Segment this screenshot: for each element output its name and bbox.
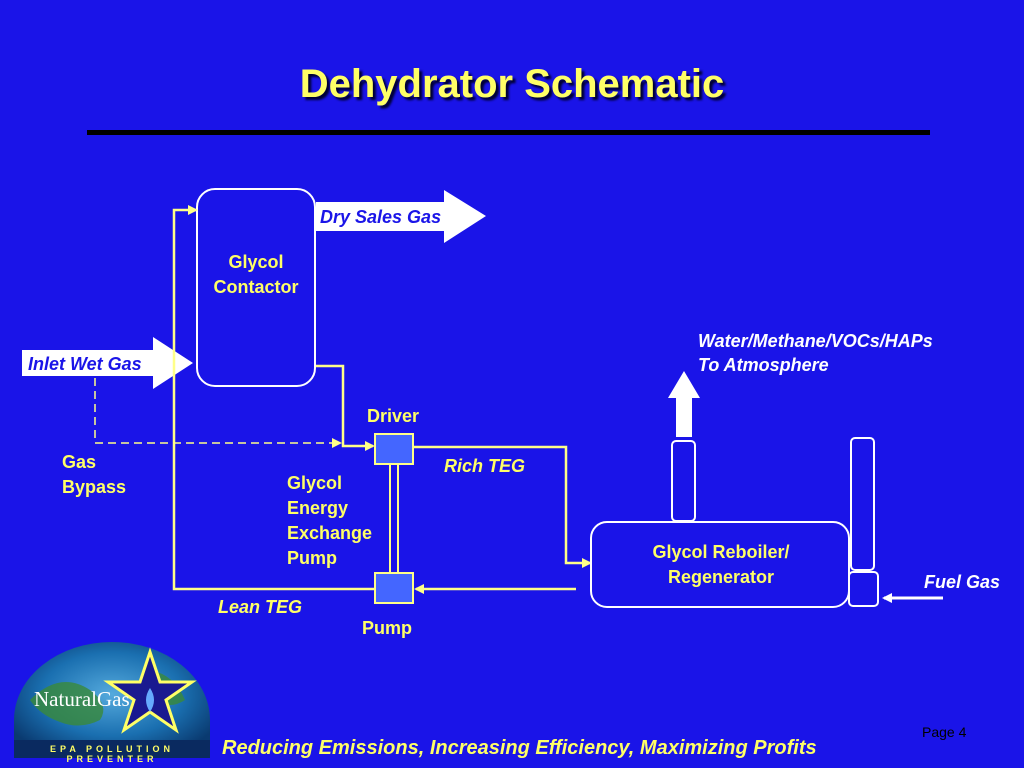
rich-teg-line <box>414 445 592 568</box>
still-column <box>671 440 696 522</box>
page-title: Dehydrator Schematic <box>299 62 725 106</box>
vent-label: To Atmosphere <box>698 355 829 375</box>
vent-arrow <box>668 371 700 437</box>
footer-tagline: Reducing Emissions, Increasing Efficienc… <box>222 737 817 759</box>
exhaust-stack <box>850 437 875 571</box>
dry-sales-gas-arrow <box>316 190 486 243</box>
glycol-reboiler-vessel <box>590 521 850 608</box>
driver-box <box>374 433 414 465</box>
glycol-contactor-label: Glycol <box>228 252 283 272</box>
rich-teg-label: Rich TEG <box>444 456 525 476</box>
pump-label: Pump <box>362 618 412 638</box>
gas-bypass-label: Gas <box>62 452 96 472</box>
contactor-to-driver-line <box>316 364 375 451</box>
dry-sales-gas-label: Dry Sales Gas <box>320 207 441 227</box>
lean-teg-line <box>172 205 374 591</box>
vent-label: Water/Methane/VOCs/HAPs <box>698 331 933 351</box>
exchange-pump-label: Energy <box>287 498 348 518</box>
fuel-gas-label: Fuel Gas <box>924 572 1000 592</box>
exchange-pump-label: Pump <box>287 548 337 568</box>
glycol-contactor-label: Contactor <box>214 277 299 297</box>
natural-gas-logo <box>14 642 210 758</box>
exchange-pump-label: Exchange <box>287 523 372 543</box>
glycol-contactor-vessel <box>196 188 316 387</box>
reboiler-label: Regenerator <box>668 567 774 587</box>
page-number: Page 4 <box>922 724 967 740</box>
pump-box <box>374 572 414 604</box>
title-divider <box>87 130 930 135</box>
gas-bypass-line <box>94 378 342 448</box>
lean-teg-label: Lean TEG <box>218 597 302 617</box>
inlet-wet-gas-label: Inlet Wet Gas <box>28 354 142 374</box>
exchange-pump-label: Glycol <box>287 473 342 493</box>
firebox <box>848 571 879 607</box>
logo-name: NaturalGas <box>34 687 130 711</box>
logo-tagline: EPA POLLUTION PREVENTER <box>50 744 174 764</box>
reboiler-label: Glycol Reboiler/ <box>652 542 789 562</box>
driver-label: Driver <box>367 406 419 426</box>
gas-bypass-label: Bypass <box>62 477 126 497</box>
inlet-wet-gas-arrow <box>22 337 193 389</box>
